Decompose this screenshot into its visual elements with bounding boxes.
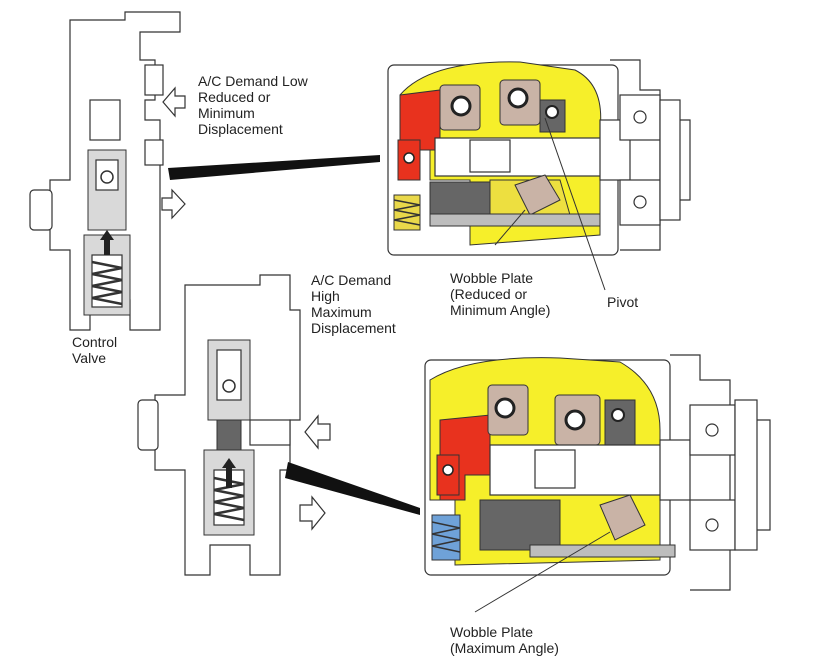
leader-wobble-reduced bbox=[494, 209, 526, 246]
pointer-high bbox=[285, 462, 420, 515]
label-pivot: Pivot bbox=[607, 294, 639, 310]
arrow-right-low bbox=[161, 188, 186, 220]
compressor-high bbox=[424, 354, 771, 591]
leader-wobble-max bbox=[474, 531, 611, 613]
leader-pivot bbox=[544, 117, 606, 291]
control-valve-high bbox=[137, 274, 301, 576]
arrow-right-high bbox=[299, 495, 326, 531]
label-control-valve: Control Valve bbox=[72, 334, 118, 366]
compressor-low bbox=[387, 59, 691, 256]
label-wobble-plate-reduced: Wobble Plate (Reduced or Minimum Angle) bbox=[450, 270, 551, 318]
label-ac-demand-high: A/C Demand High Maximum Displacement bbox=[311, 272, 396, 336]
label-ac-demand-low: A/C Demand Low Reduced or Minimum Displa… bbox=[198, 73, 308, 137]
arrow-left-high bbox=[304, 414, 331, 450]
arrow-left-low bbox=[162, 86, 186, 118]
control-valve-low bbox=[29, 11, 181, 331]
label-wobble-plate-max: Wobble Plate (Maximum Angle) bbox=[450, 624, 559, 656]
pointer-low bbox=[168, 155, 380, 180]
